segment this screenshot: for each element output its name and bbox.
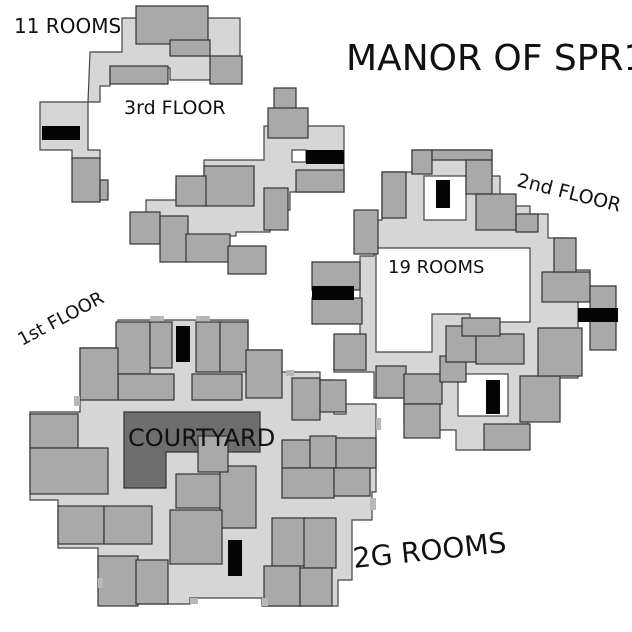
room [29,447,109,495]
third-floor-room-count: 11 ROOMS [14,14,121,38]
room [483,423,531,451]
opening [291,149,307,163]
room [431,149,493,161]
staircase [486,380,500,414]
courtyard [123,411,261,489]
room [537,327,583,377]
staircase [306,150,344,164]
room [185,233,231,263]
room [71,157,101,203]
room [159,215,189,263]
staircase [578,308,618,322]
room [541,271,591,303]
room [57,505,105,545]
room [209,55,243,85]
room [273,87,297,111]
room [403,373,443,405]
second-floor-open-area [375,247,531,353]
staircase [42,126,80,140]
first-floor-plan [29,316,381,607]
room [303,517,337,569]
room [263,187,289,231]
room [263,565,301,607]
door-marker [150,316,164,321]
room [219,465,257,529]
door-marker [196,316,210,321]
map-title: MANOR OF SPR1NG [346,38,632,79]
room [375,365,407,399]
room [97,555,139,607]
room [79,347,119,401]
room [267,107,309,139]
staircase [228,540,242,576]
room [309,435,337,469]
third-floor-label: 3rd FLOOR [124,97,226,119]
room [515,213,539,233]
second-floor-label: 2nd FLOOR [515,170,623,217]
room [461,317,501,337]
door-marker [286,370,294,376]
first-floor-label: 1st FLOOR [14,288,107,351]
room [311,297,363,325]
room [295,169,345,193]
door-marker [262,598,268,606]
room [117,373,175,401]
room [403,403,441,439]
room [129,211,161,245]
door-marker [74,396,80,406]
third-floor-plan [39,5,345,275]
room [465,159,493,195]
room [227,245,267,275]
room [149,321,173,369]
room [319,379,347,413]
door-marker [376,418,381,430]
room [291,377,321,421]
room [411,149,433,175]
door-marker [98,578,103,588]
room [197,435,229,473]
room [299,567,333,607]
room [115,321,151,375]
room [135,559,169,605]
room [191,373,243,401]
room [519,375,561,423]
room [353,209,379,255]
room [219,321,249,373]
room [335,437,377,469]
room [109,65,169,85]
room [333,333,367,371]
room [103,505,153,545]
staircase [176,326,190,362]
room [169,509,223,565]
room [475,193,517,231]
room [553,237,577,273]
second-floor-room-count: 19 ROOMS [388,257,484,278]
room [271,517,307,567]
room [195,321,221,373]
room [175,175,207,207]
room [135,5,209,45]
room [281,439,311,469]
second-floor-plan [311,149,618,451]
door-marker [370,498,376,510]
room [381,171,407,219]
courtyard-label: COURTYARD [128,424,275,452]
room [475,333,525,365]
room [203,165,255,207]
room [99,179,109,201]
door-marker [190,598,198,604]
staircase [436,180,450,208]
room [169,39,211,57]
room [281,467,335,499]
first-floor-room-count: 2G ROOMS [351,526,507,575]
room [245,349,283,399]
staircase [312,286,354,300]
room [29,413,79,449]
room [175,473,223,509]
room [333,467,371,497]
room [311,261,361,291]
